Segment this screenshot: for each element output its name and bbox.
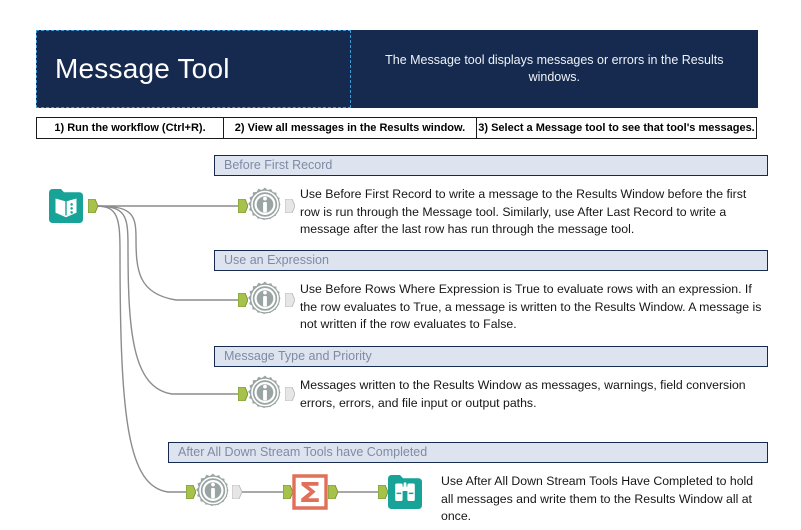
sigma-icon [292, 474, 328, 510]
step-box-2[interactable]: 2) View all messages in the Results wind… [223, 117, 477, 139]
section-text-1: Use Before First Record to write a messa… [300, 187, 747, 236]
summarize-input-anchor[interactable] [283, 485, 293, 499]
summarize-output-anchor[interactable] [328, 485, 338, 499]
binoculars-icon [388, 475, 422, 509]
message-4-output-anchor[interactable] [232, 485, 242, 499]
section-band-label-2: Use an Expression [224, 253, 329, 268]
info-gear-icon [248, 187, 281, 221]
book-tile-shape [49, 189, 83, 223]
section-band-label-1: Before First Record [224, 158, 333, 173]
message-4-input-anchor[interactable] [186, 485, 196, 499]
section-band-label-4: After All Down Stream Tools have Complet… [178, 445, 428, 460]
section-text-3: Messages written to the Results Window a… [300, 378, 746, 410]
message-2-output-anchor[interactable] [285, 293, 295, 307]
message-1-input-anchor[interactable] [238, 199, 248, 213]
text-input-output-anchor[interactable] [88, 199, 98, 213]
header-banner: Message Tool The Message tool displays m… [36, 30, 758, 108]
step-label-1: 1) Run the workflow (Ctrl+R). [54, 121, 206, 134]
step-label-2: 2) View all messages in the Results wind… [234, 121, 466, 134]
title-textbox[interactable]: Message Tool [36, 30, 351, 108]
info-gear-icon [196, 473, 229, 507]
tool-browse[interactable] [385, 472, 425, 512]
browse-input-anchor[interactable] [378, 485, 388, 499]
message-3-input-anchor[interactable] [238, 387, 248, 401]
tool-message-2[interactable] [245, 280, 285, 320]
message-2-input-anchor[interactable] [238, 293, 248, 307]
step-label-3: 3) Select a Message tool to see that too… [478, 121, 755, 134]
section-text-2: Use Before Rows Where Expression is True… [300, 282, 762, 331]
step-box-1[interactable]: 1) Run the workflow (Ctrl+R). [36, 117, 224, 139]
section-band-after-all-down-stream-tools[interactable]: After All Down Stream Tools have Complet… [168, 442, 768, 463]
tool-text-input[interactable] [46, 186, 86, 226]
tool-summarize[interactable] [290, 472, 330, 512]
tool-message-3[interactable] [245, 374, 285, 414]
page-title: Message Tool [55, 52, 230, 84]
steps-row: 1) Run the workflow (Ctrl+R). 2) View al… [36, 117, 758, 139]
tool-message-1[interactable] [245, 186, 285, 226]
step-box-3[interactable]: 3) Select a Message tool to see that too… [476, 117, 757, 139]
info-gear-icon [248, 281, 281, 315]
tool-message-4[interactable] [193, 472, 233, 512]
message-1-output-anchor[interactable] [285, 199, 295, 213]
info-gear-icon [248, 375, 281, 409]
message-3-output-anchor[interactable] [285, 387, 295, 401]
section-band-before-first-record[interactable]: Before First Record [214, 155, 768, 176]
section-text-4: Use After All Down Stream Tools Have Com… [441, 474, 754, 523]
description-textbox[interactable]: The Message tool displays messages or er… [351, 30, 758, 108]
tool-description: The Message tool displays messages or er… [385, 53, 724, 84]
section-band-use-an-expression[interactable]: Use an Expression [214, 250, 768, 271]
section-band-label-3: Message Type and Priority [224, 349, 372, 364]
section-band-message-type-and-priority[interactable]: Message Type and Priority [214, 346, 768, 367]
